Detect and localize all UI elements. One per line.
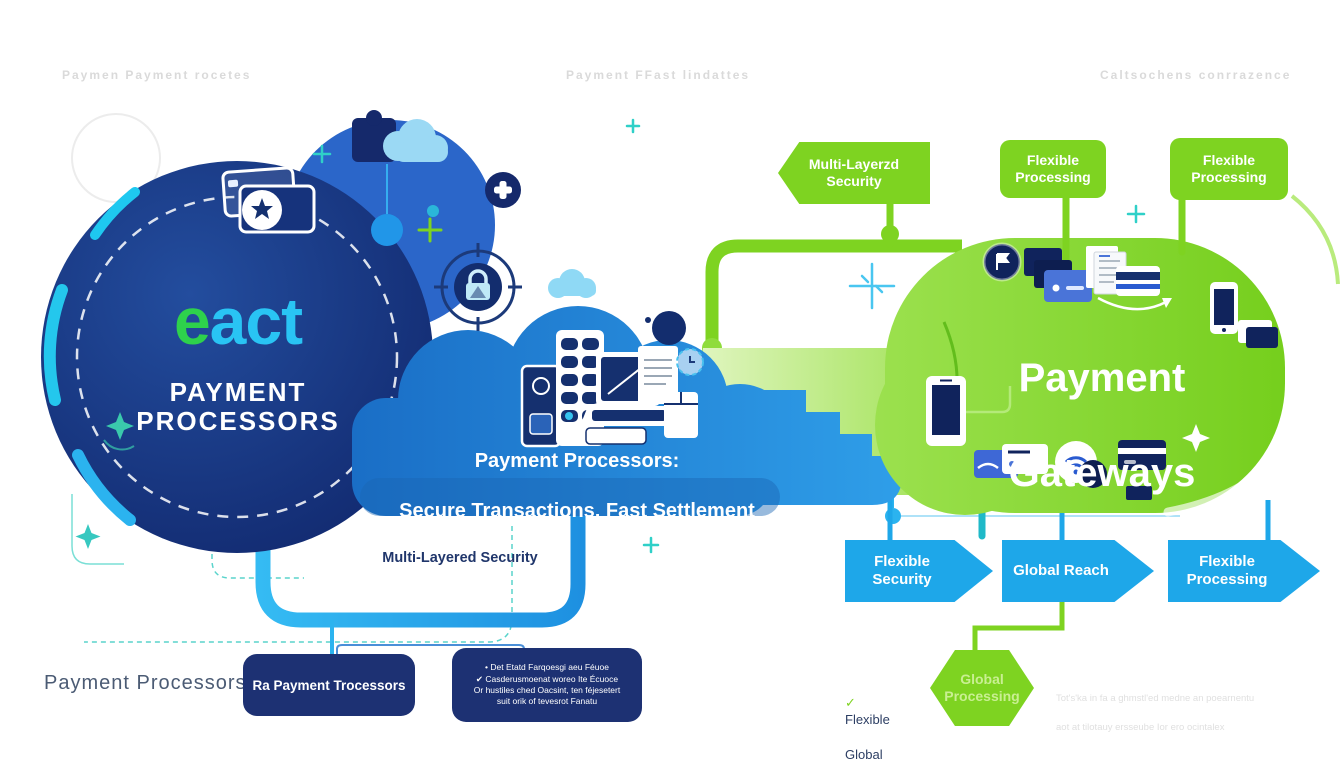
navy-chip-icon (1126, 486, 1152, 500)
gateway-title-line1: Payment (1018, 356, 1186, 401)
tagline-line2: Secure Transactions, Fast Settlement (399, 500, 755, 522)
watermark-top-right: Caltsochens conrrazence (1100, 68, 1292, 82)
gateway-title-line2: Gateways (1008, 450, 1196, 495)
bottom-right-note: Tot's'ka in fa a ghmstl'ed medne an poea… (1056, 678, 1326, 735)
cloud-icon (383, 119, 448, 162)
flexible-global-connection-label: ✓ Flexible Global Connection (845, 676, 965, 768)
watermark-top-left: Paymen Payment rocetes (62, 68, 252, 82)
blob-highlight-arc (1163, 413, 1307, 517)
cards-pair-icon (974, 444, 1048, 478)
cloud-shade (360, 478, 780, 516)
green-plus-sparkle (417, 217, 443, 243)
check-line2: Global (845, 747, 883, 763)
sparkles (75, 118, 1146, 554)
teal-dot (427, 205, 439, 217)
multi-layered-security-label: Multi-Layered Security (382, 550, 538, 566)
brand-subtitle-line2: PROCESSORS (136, 406, 340, 437)
brand-letters-act: act (209, 284, 303, 358)
green-circuit (966, 386, 1012, 414)
wifi-contactless-icon (1055, 441, 1107, 488)
detail-line: Or hustiles ched Oacsint, ten féjesetert (473, 685, 621, 695)
navy-box-details: • Det Etatd Farqoesgi aeu Féuoe ✔ Casder… (452, 648, 642, 722)
cyan-tube-connector (255, 498, 586, 628)
smartphone-icon (926, 376, 966, 446)
gateway-title: Payment Gateways (957, 308, 1247, 497)
wallet-card-icon (1238, 320, 1278, 348)
note-line2: aot at tilotauy ersseube Ior ero ocintal… (1056, 721, 1225, 733)
star-icon (1182, 424, 1210, 452)
small-cloud-icon (548, 269, 596, 298)
check-line1: Flexible (845, 712, 890, 728)
watermark-top-center: Payment FFast lindattes (566, 68, 751, 82)
plus-badge-icon (485, 172, 521, 208)
green-tube-connector (705, 239, 962, 348)
tagline-line1: Payment Processors: (474, 450, 680, 472)
phone-icon (1210, 282, 1238, 334)
card-stack-icon (1024, 248, 1092, 302)
brand-letter-e: e (173, 284, 211, 358)
navy-card-icon (1118, 440, 1166, 470)
navy-box-payment-processors: Ra Payment Trocessors (243, 654, 415, 716)
striped-card-icon (1116, 266, 1160, 296)
payment-cards-icon (221, 166, 316, 234)
box-bracket (336, 644, 525, 655)
check-icon: ✓ (845, 694, 856, 710)
processor-circle (41, 161, 433, 553)
blue-node (371, 214, 403, 246)
flag-circle-icon (982, 242, 1022, 282)
lock-target-icon (434, 243, 522, 331)
blob-echo-arc (1290, 194, 1340, 285)
brand-wordmark: eact (85, 288, 391, 354)
sparkle-white-icon (1228, 202, 1272, 246)
detail-line: ✔ Casderusmoenat woreo Ite Écuoce (475, 673, 619, 684)
tagline: Payment Processors: Secure Transactions,… (347, 424, 807, 524)
detail-line: suit orik of tevesrot Fanatu (496, 696, 598, 707)
transfer-arrow (1097, 296, 1172, 311)
devices-icon (520, 330, 704, 448)
brand-subtitle-line1: PAYMENT (169, 377, 307, 407)
moon-chart-icon (629, 289, 686, 345)
blue-arrow-text: Global Reach (1013, 562, 1109, 579)
bottom-left-heading: Payment Processors (44, 672, 247, 694)
detail-line: • Det Etatd Farqoesgi aeu Féuoe (485, 662, 609, 673)
crosshair-sparkle (848, 262, 896, 310)
note-line1: Tot's'ka in fa a ghmstl'ed medne an poea… (1056, 693, 1255, 705)
navy-box-text: Ra Payment Trocessors (252, 677, 406, 693)
